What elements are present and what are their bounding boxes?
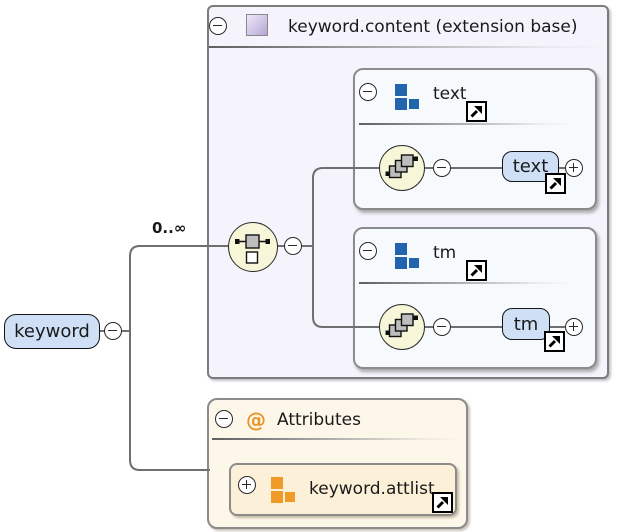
link-arrow-icon[interactable] xyxy=(545,173,566,194)
model-group-icon xyxy=(395,84,419,110)
expand-toggle-icon[interactable] xyxy=(565,159,583,177)
element-tm[interactable]: tm xyxy=(502,308,550,340)
collapse-toggle-icon[interactable] xyxy=(209,17,227,35)
choice-compositor-icon[interactable] xyxy=(379,304,425,350)
header-divider xyxy=(359,282,573,284)
sequence-compositor-icon[interactable] xyxy=(228,222,278,272)
header-divider xyxy=(209,46,605,48)
model-group-icon xyxy=(395,243,419,269)
group-title-text: text xyxy=(433,84,467,104)
attlist-group-box[interactable] xyxy=(229,463,457,516)
header-divider xyxy=(212,438,464,440)
complex-type-icon xyxy=(246,14,268,36)
extension-base-title: keyword.content (extension base) xyxy=(288,17,578,37)
collapse-toggle-icon[interactable] xyxy=(433,318,451,336)
collapse-toggle-icon[interactable] xyxy=(284,237,302,255)
attribute-group-icon xyxy=(271,477,295,503)
header-divider xyxy=(359,123,573,125)
attlist-label: keyword.attlist xyxy=(309,479,435,499)
collapse-toggle-icon[interactable] xyxy=(104,322,122,340)
link-arrow-icon[interactable] xyxy=(544,331,565,352)
link-arrow-icon[interactable] xyxy=(432,492,453,513)
collapse-toggle-icon[interactable] xyxy=(433,159,451,177)
occurrence-label: 0..∞ xyxy=(152,219,187,237)
expand-toggle-icon[interactable] xyxy=(565,318,583,336)
element-label: tm xyxy=(513,313,539,335)
attribute-at-icon: @ xyxy=(246,408,266,432)
group-title-tm: tm xyxy=(433,243,457,263)
link-arrow-icon[interactable] xyxy=(466,101,487,122)
link-arrow-icon[interactable] xyxy=(466,260,487,281)
element-label: text xyxy=(512,156,549,177)
root-element-keyword[interactable]: keyword xyxy=(4,314,100,349)
choice-compositor-icon[interactable] xyxy=(379,145,425,191)
collapse-toggle-icon[interactable] xyxy=(359,242,377,260)
collapse-toggle-icon[interactable] xyxy=(359,83,377,101)
root-element-label: keyword xyxy=(14,321,90,342)
attributes-title: Attributes xyxy=(277,410,361,430)
collapse-toggle-icon[interactable] xyxy=(215,410,233,428)
expand-toggle-icon[interactable] xyxy=(238,476,256,494)
